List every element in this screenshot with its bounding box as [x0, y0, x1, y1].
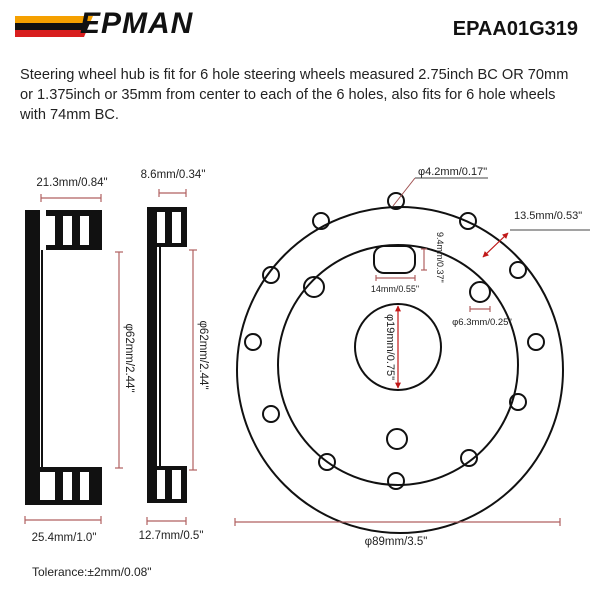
logo-stripes-icon	[15, 16, 93, 37]
tolerance-note: Tolerance:±2mm/0.08"	[32, 565, 152, 579]
part-a-bottom-width-label: 25.4mm/1.0"	[32, 532, 97, 544]
slot-width-label: 14mm/0.55"	[371, 284, 419, 294]
front-view-plate	[236, 192, 564, 534]
center-hole-label: φ19mm/0.75"	[384, 314, 396, 380]
slot-height-label: 9.4mm/0.37"	[435, 232, 445, 283]
side-view-part-b: 8.6mm/0.34" φ62mm/2.44" 12.7mm/0.5"	[139, 169, 209, 542]
front-view-dimensions: φ4.2mm/0.17" 13.5mm/0.53" 9.4mm/0.37" 14…	[234, 166, 590, 548]
product-sku: EPAA01G319	[452, 18, 578, 40]
brand-logo	[15, 14, 200, 38]
product-description: Steering wheel hub is fit for 6 hole ste…	[20, 67, 569, 123]
part-a-top-width-label: 21.3mm/0.84"	[36, 177, 107, 189]
small-hole-label: φ4.2mm/0.17"	[418, 166, 487, 178]
part-a-height-label: φ62mm/2.44"	[123, 323, 135, 392]
brand-name: EPMAN	[80, 7, 194, 40]
slot-hole	[373, 245, 416, 274]
part-b-bottom-width-label: 12.7mm/0.5"	[139, 530, 204, 542]
center-hole	[354, 303, 442, 391]
ring-width-label: 13.5mm/0.53"	[514, 210, 582, 222]
mid-hole-label: φ6.3mm/0.25"	[452, 317, 512, 328]
part-b-top-width-label: 8.6mm/0.34"	[141, 169, 206, 181]
side-view-part-a: 21.3mm/0.84" φ62mm/2.44" 25.4mm/1.0"	[24, 177, 135, 544]
outer-diameter-label: φ89mm/3.5"	[365, 536, 428, 548]
part-b-height-label: φ62mm/2.44"	[197, 320, 209, 389]
